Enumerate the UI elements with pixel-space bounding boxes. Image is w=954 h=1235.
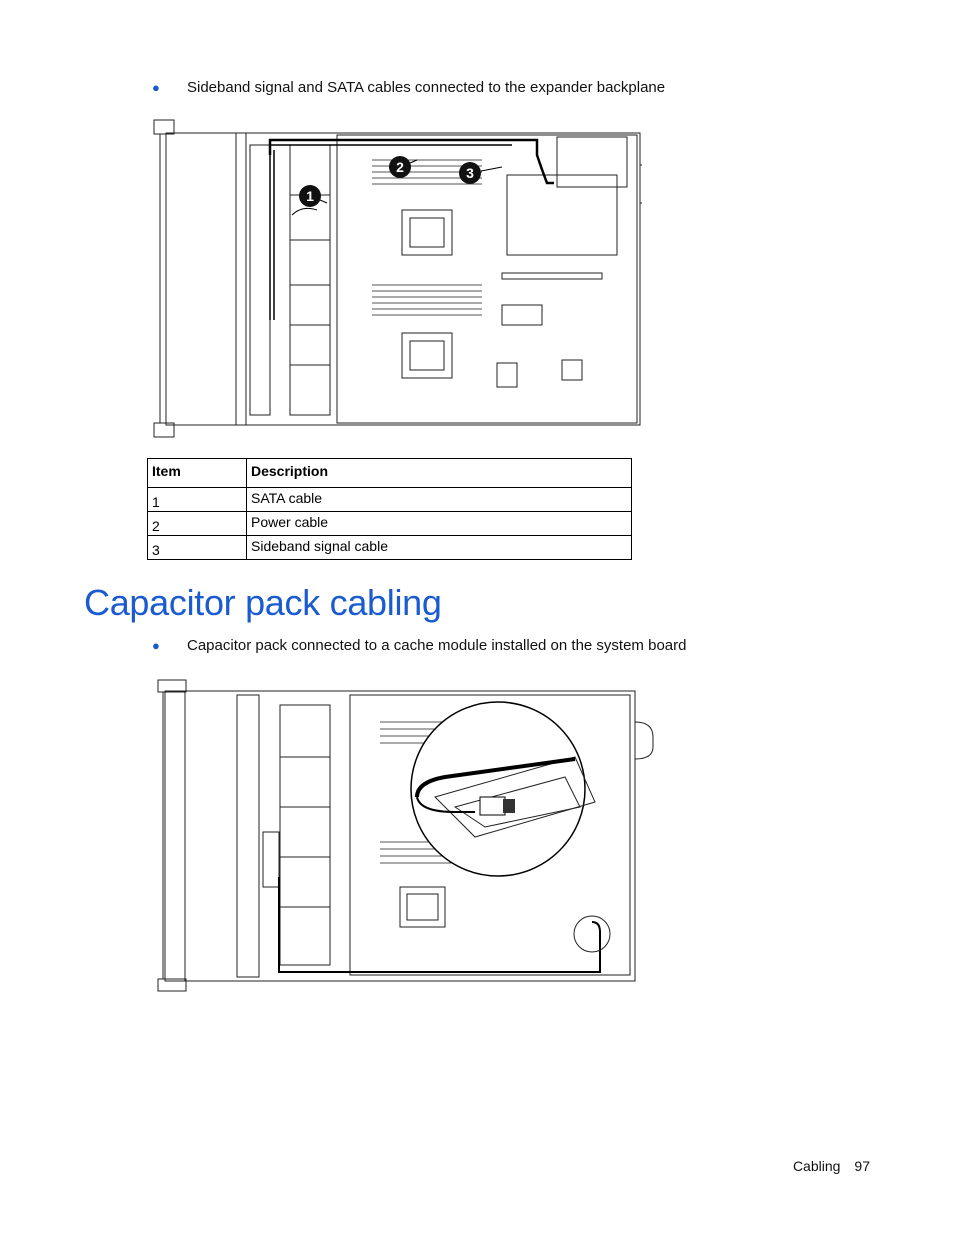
callout-1: 1 — [306, 188, 314, 204]
bullet-text: Sideband signal and SATA cables connecte… — [187, 79, 666, 96]
table-header-row: Item Description — [147, 458, 632, 488]
magnified-inset — [410, 701, 596, 877]
page-number: 97 — [854, 1158, 870, 1174]
cell-item: 1 — [147, 487, 247, 512]
callout-group: 1 2 3 — [299, 156, 481, 207]
capacitor-diagram-svg — [157, 679, 654, 992]
item-description-table: Item Description 1 SATA cable 2 Power ca… — [147, 458, 632, 560]
bullet-item: ● Capacitor pack connected to a cache mo… — [152, 637, 686, 654]
cell-description: Power cable — [246, 511, 632, 536]
cell-item: 2 — [147, 511, 247, 536]
bullet-icon: ● — [152, 80, 160, 95]
table-row: 2 Power cable — [147, 511, 632, 536]
cell-description: Sideband signal cable — [246, 535, 632, 560]
capacitor-pack-diagram — [155, 677, 657, 995]
callout-2: 2 — [396, 159, 404, 175]
footer-label: Cabling — [792, 1158, 841, 1174]
column-header-description: Description — [246, 458, 632, 488]
column-header-item: Item — [147, 458, 247, 488]
server-diagram-cabling: 1 2 3 — [152, 115, 658, 443]
cell-description: SATA cable — [246, 487, 632, 512]
server-diagram-svg: 1 2 3 — [153, 119, 658, 438]
callout-3: 3 — [466, 165, 474, 181]
section-heading: Capacitor pack cabling — [84, 582, 442, 623]
bullet-item: ● Sideband signal and SATA cables connec… — [152, 79, 665, 96]
bullet-text: Capacitor pack connected to a cache modu… — [187, 637, 687, 654]
bullet-icon: ● — [152, 638, 160, 653]
table-row: 3 Sideband signal cable — [147, 535, 632, 560]
table-row: 1 SATA cable — [147, 487, 632, 512]
cell-item: 3 — [147, 535, 247, 560]
page-footer: Cabling 97 — [779, 1158, 870, 1174]
